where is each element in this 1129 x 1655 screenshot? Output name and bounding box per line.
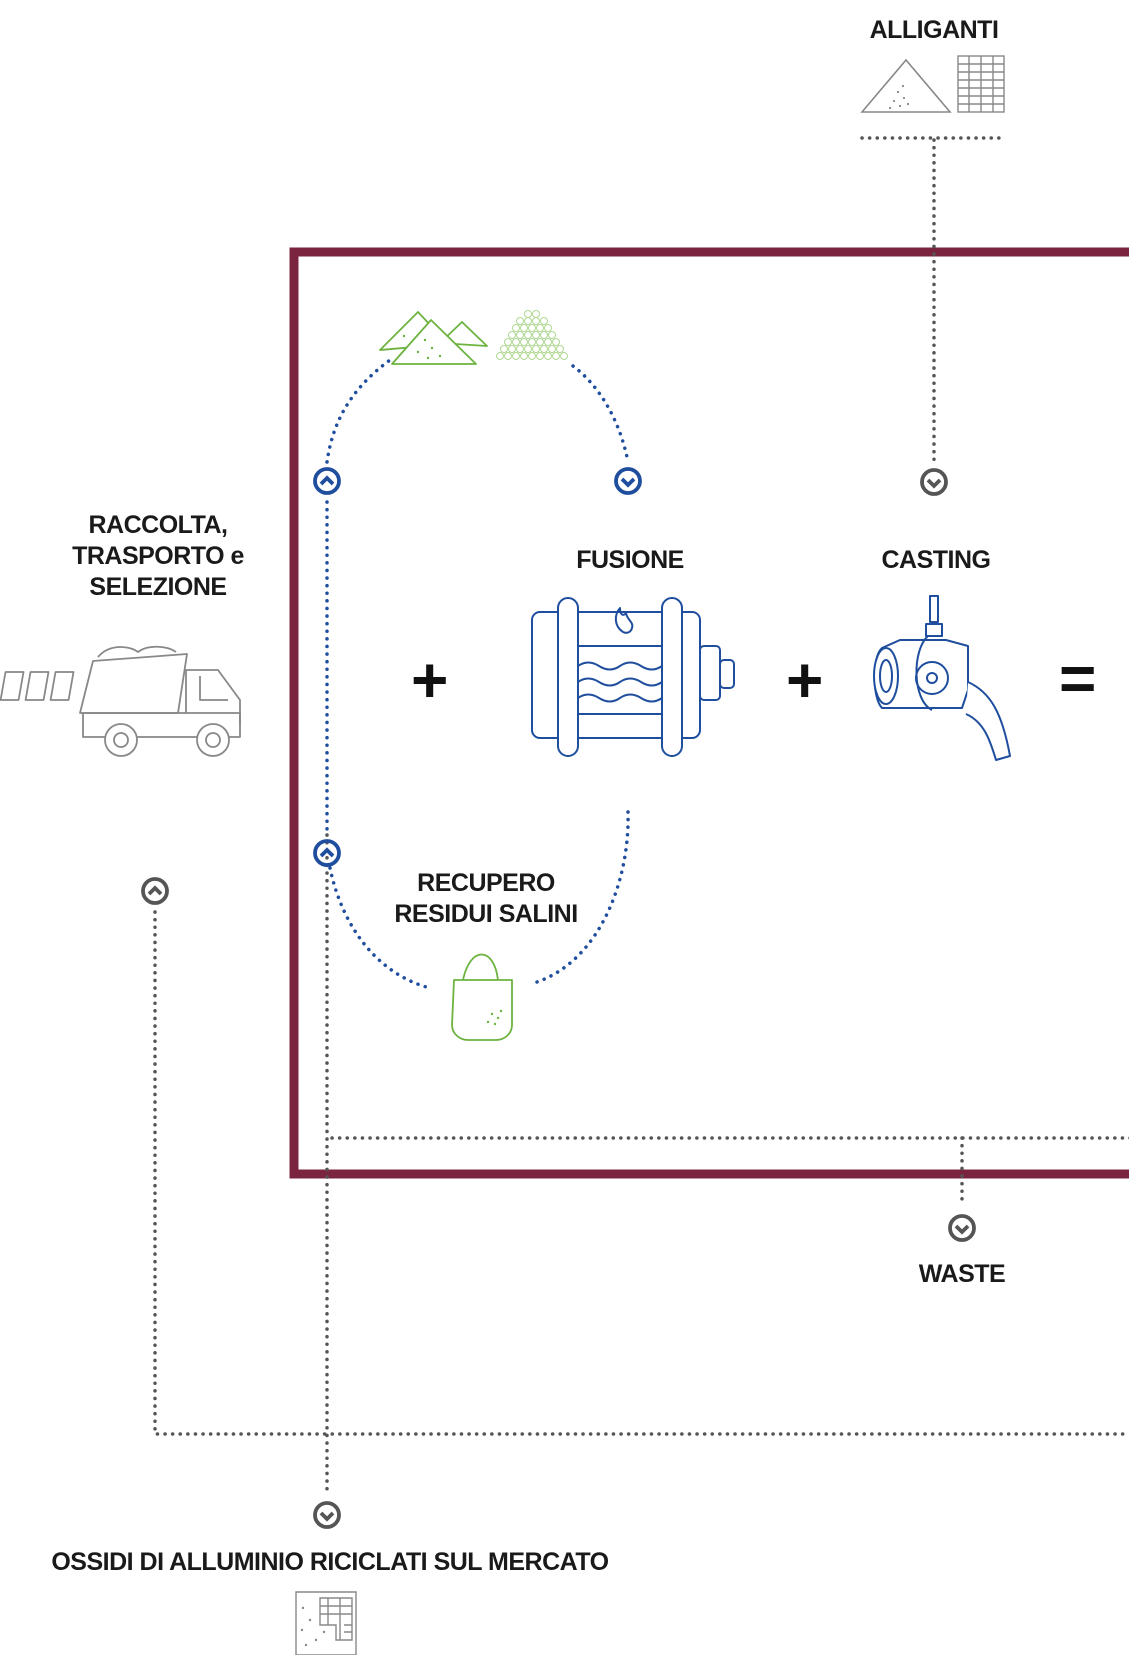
blue-loop-bottom-right (535, 810, 630, 984)
casting-ladle-icon (873, 595, 1011, 761)
casting-label: CASTING (881, 546, 992, 574)
raccolta-line-1: RACCOLTA, (88, 511, 229, 539)
equals-sign: = (1059, 642, 1097, 714)
alliganti-label: ALLIGANTI (869, 16, 999, 44)
recupero-line-1: RECUPERO (417, 869, 555, 897)
circle-down-icon (614, 467, 642, 495)
sand-pile-icon (860, 58, 952, 113)
granules-icon (496, 310, 568, 360)
oxide-block-icon (295, 1591, 357, 1655)
ingot-stack-icon (957, 55, 1005, 113)
blue-loop-top-right (571, 364, 630, 464)
ossidi-label: OSSIDI DI ALLUMINIO RICICLATI SUL MERCAT… (51, 1548, 609, 1576)
raccolta-line-3: SELEZIONE (89, 573, 227, 601)
plus-sign: + (786, 644, 824, 716)
recupero-label: RECUPERO RESIDUI SALINI (386, 868, 586, 930)
plus-sign: + (411, 644, 449, 716)
rotary-furnace-icon (531, 597, 735, 757)
gray-connectors (153, 136, 1129, 1497)
recupero-line-2: RESIDUI SALINI (394, 900, 578, 928)
circle-up-icon (313, 467, 341, 495)
blue-loop-top-left (325, 358, 392, 464)
blue-loops (325, 358, 630, 990)
raccolta-line-2: TRASPORTO e (72, 542, 244, 570)
raccolta-down-line (153, 910, 1129, 1436)
circle-up-icon (313, 839, 341, 867)
waste-label: WASTE (918, 1260, 1006, 1288)
circle-down-icon (313, 1501, 341, 1529)
circle-up-icon (141, 877, 169, 905)
salt-pile-icon (379, 311, 488, 365)
process-frame (289, 247, 1129, 1179)
blue-loop-bottom-left (328, 866, 432, 990)
circle-down-icon (920, 468, 948, 496)
circle-down-icon (948, 1214, 976, 1242)
fusione-label: FUSIONE (576, 546, 684, 574)
dump-truck-icon (0, 645, 241, 757)
raccolta-label: RACCOLTA, TRASPORTO e SELEZIONE (53, 510, 263, 603)
bag-icon (451, 953, 513, 1041)
